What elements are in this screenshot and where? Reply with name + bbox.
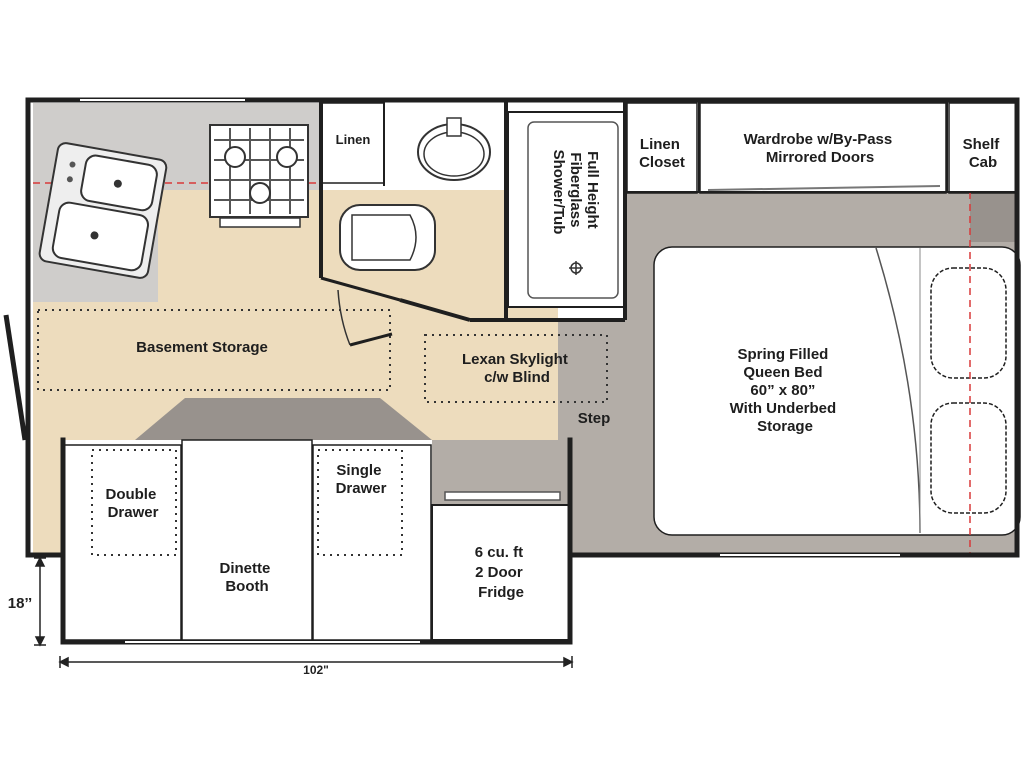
interior-walls (319, 100, 1017, 322)
label-overhang-dimension: 18’’ (8, 595, 32, 612)
single-drawer-zone (317, 449, 403, 556)
shower-drain (569, 261, 583, 275)
bathroom-door (349, 332, 393, 347)
pillow-top (930, 267, 1007, 379)
bathroom-sink (417, 117, 491, 181)
stove-burners (209, 124, 309, 228)
pillow-bottom (930, 402, 1007, 514)
skylight-zone (424, 334, 608, 403)
label-double-drawer: Double Drawer (105, 486, 160, 521)
label-shelf-cab: Shelf Cab (963, 136, 1004, 171)
label-dinette-booth: Dinette Booth (219, 560, 274, 595)
single-drawer-seat (312, 444, 432, 641)
label-linen-closet: Linen Closet (639, 136, 685, 171)
tan-floor-lower (33, 440, 63, 555)
bathroom-door-swing (337, 289, 351, 346)
label-single-drawer: Single Drawer (336, 462, 387, 497)
double-drawer-zone (91, 449, 177, 556)
bed-blanket-fold (875, 247, 921, 534)
label-fridge: 6 cu. ft 2 Door Fridge (475, 544, 528, 601)
overhang-dimension (34, 556, 46, 647)
shower-tub-inner (527, 121, 619, 299)
width-dimension (58, 656, 574, 668)
toilet (339, 204, 436, 271)
fridge (431, 504, 571, 641)
wardrobe-door-track (707, 185, 941, 191)
label-skylight: Lexan Skylight c/w Blind (462, 351, 572, 386)
queen-bed (653, 246, 1021, 536)
label-width-dimension: 102" (303, 663, 329, 677)
corner-grey (970, 192, 1017, 242)
wardrobe (699, 102, 947, 194)
basement-storage-zone (37, 309, 391, 391)
dinette-booth (181, 439, 313, 641)
label-basement-storage: Basement Storage (136, 339, 268, 356)
fridge-handle (444, 491, 561, 501)
label-linen: Linen (336, 132, 371, 147)
label-wardrobe: Wardrobe w/By-Pass Mirrored Doors (744, 131, 897, 166)
label-step: Step (578, 410, 611, 427)
label-bed: Spring Filled Queen Bed 60” x 80” With U… (730, 346, 841, 435)
double-drawer-seat (62, 444, 182, 641)
dinette-table (135, 398, 432, 440)
label-shower: Full Height Fiberglass Shower/Tub (550, 150, 601, 235)
kitchen-sink (38, 142, 168, 279)
entry-door (3, 314, 28, 441)
